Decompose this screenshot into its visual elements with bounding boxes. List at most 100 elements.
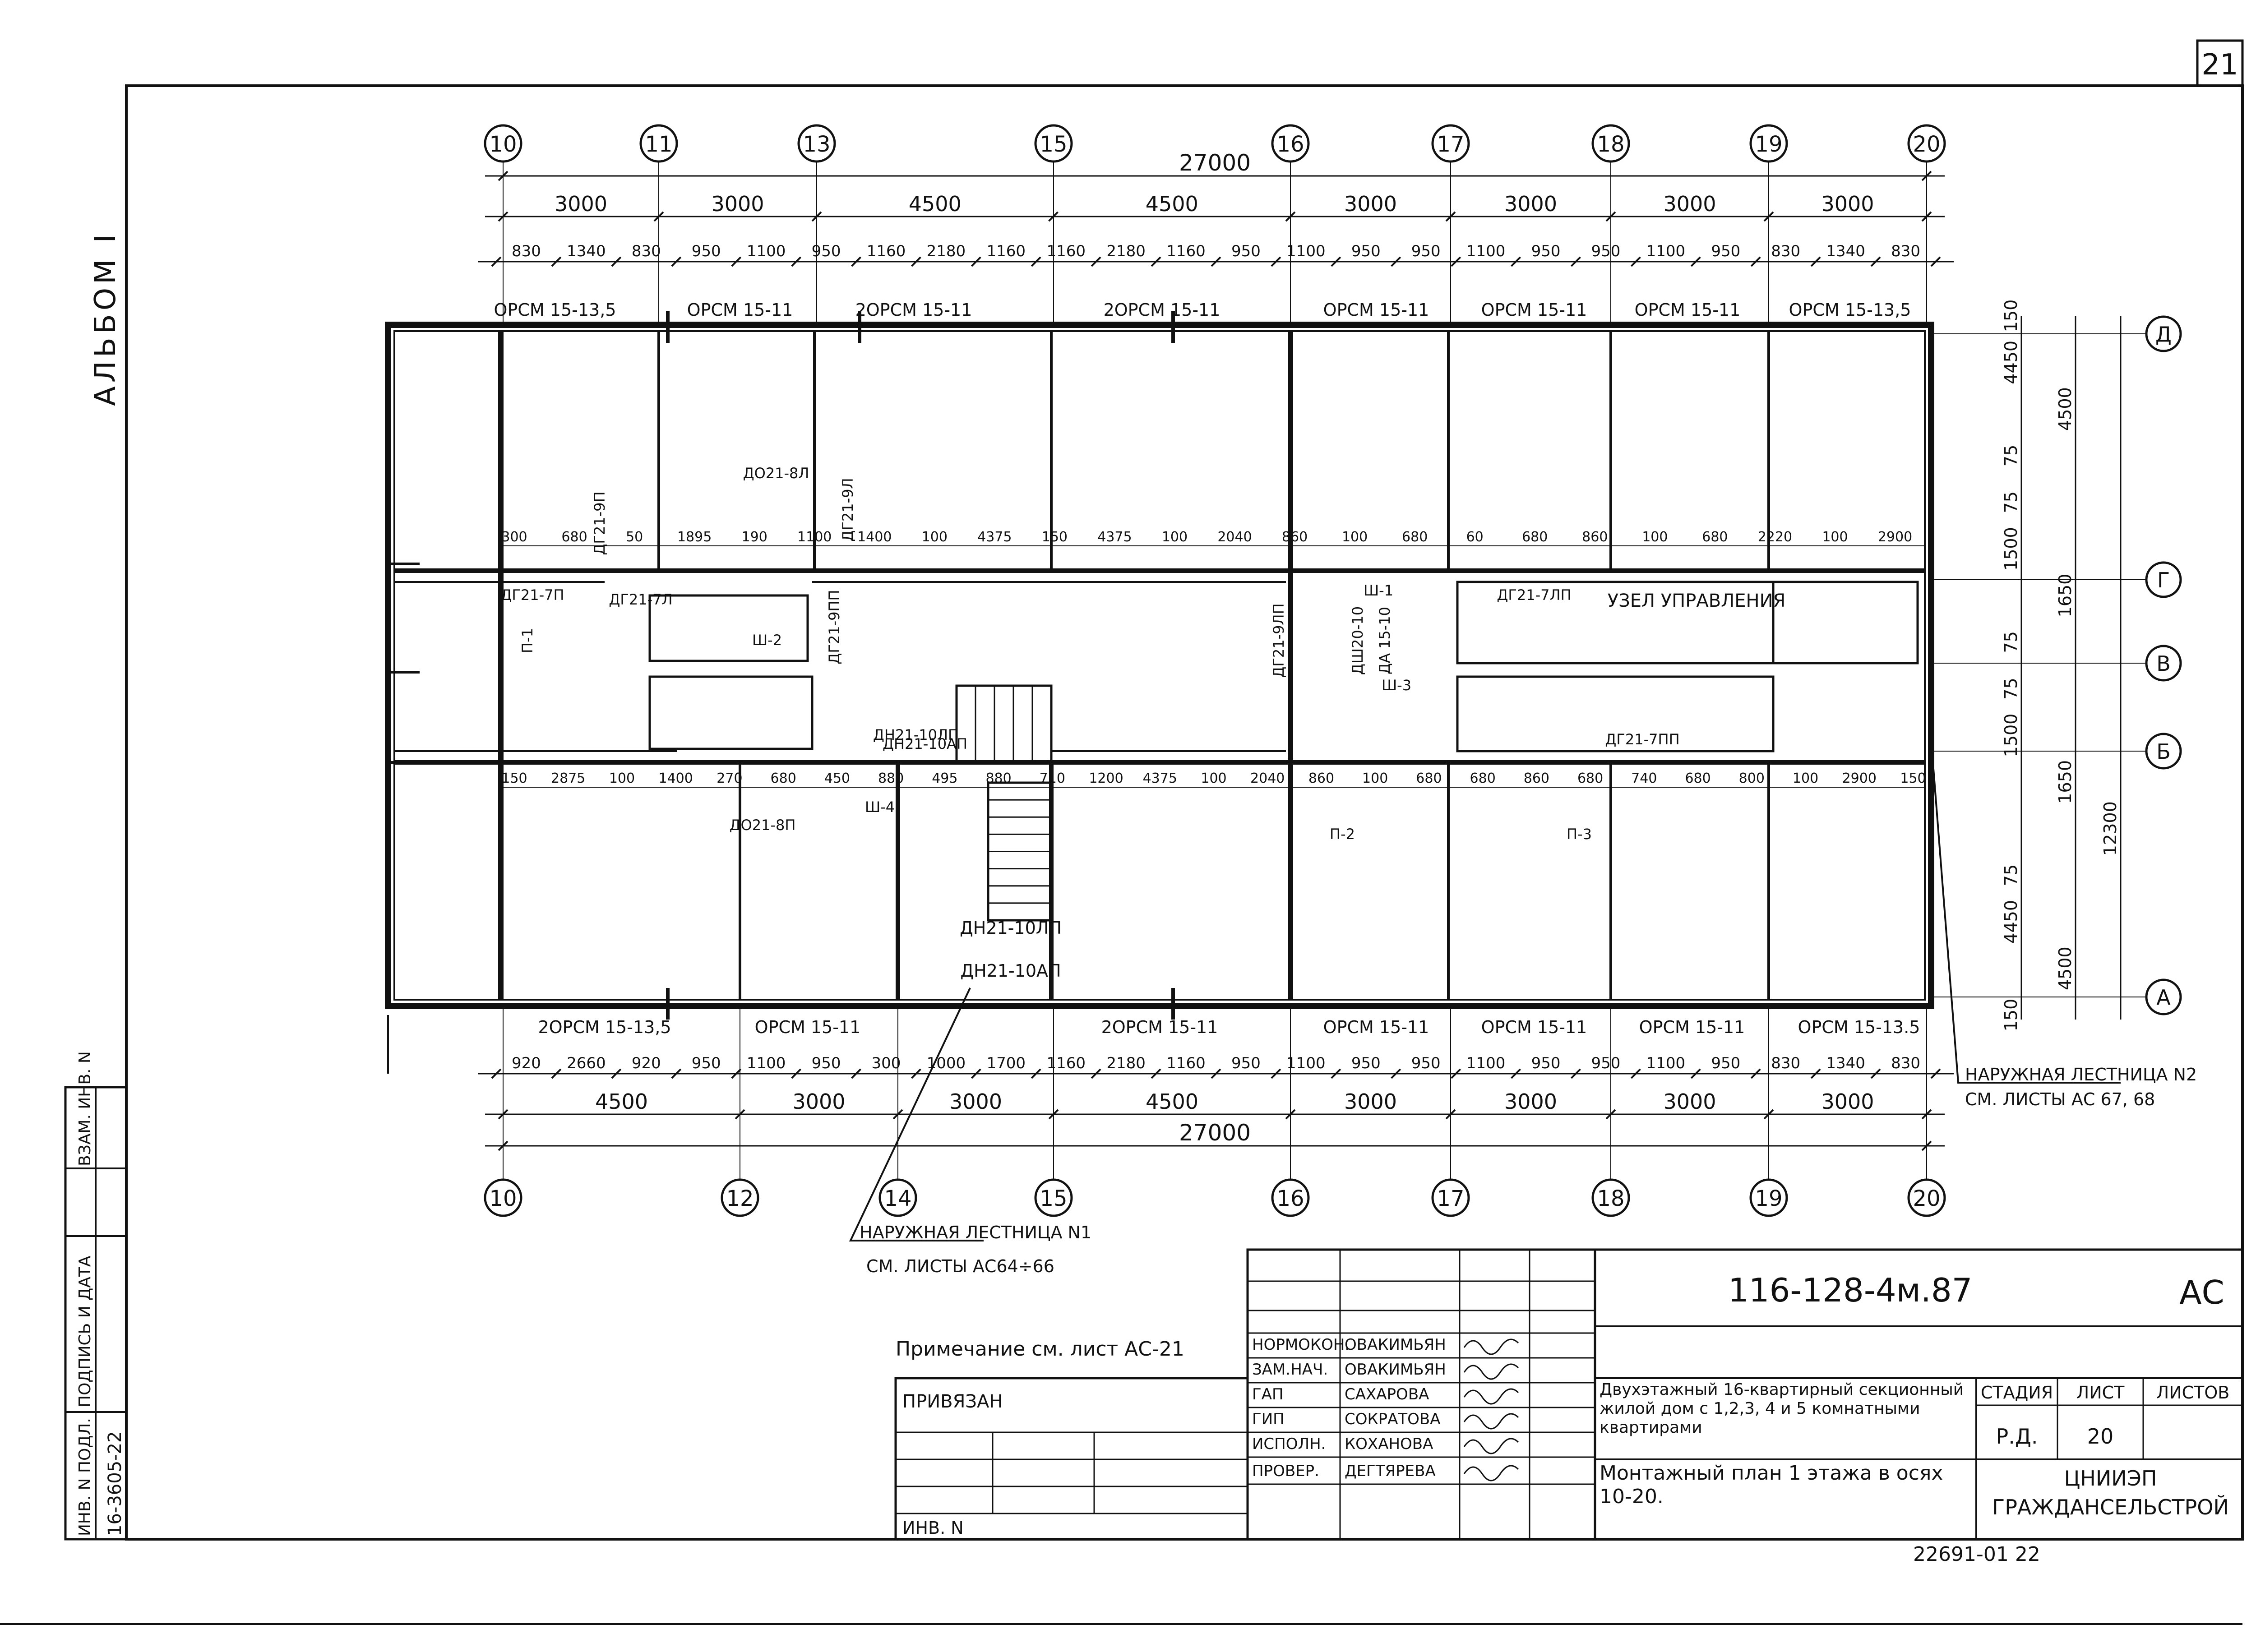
dimension-value: 1895 [677,529,712,545]
dimension-value: 1100 [1646,242,1686,260]
dimension-value: 4500 [595,1089,648,1114]
dimension-value: 100 [1822,529,1848,545]
dimension-value: 950 [1411,1054,1441,1072]
dimension-value: 1340 [567,242,606,260]
dimension-value: 495 [932,771,957,786]
outer-wall [385,322,1934,1009]
person-name: САХАРОВА [1345,1385,1429,1403]
stair1-title: НАРУЖНАЯ ЛЕСТНИЦА N1 [860,1223,1091,1242]
dimension-value: 270 [717,771,742,786]
dimension-value: 3000 [949,1089,1002,1114]
section-code: АС [2179,1274,2224,1311]
axis-label: 14 [884,1186,911,1211]
panel-mark: ОРСМ 15-11 [1323,1017,1429,1037]
dimension-value: 880 [985,771,1011,786]
dimension-value: 1100 [1466,242,1506,260]
dimension-value: 4375 [1143,771,1177,786]
dimension-value: 3000 [1663,1089,1716,1114]
dimension-value: 12300 [2100,801,2120,856]
panel-mark: 2ОРСМ 15-11 [855,300,972,320]
signature [1463,1413,1519,1430]
dimension-value: 300 [501,529,527,545]
axis-label: 11 [645,132,672,157]
dimension-value: 950 [1711,1054,1740,1072]
dimension-value: 920 [632,1054,661,1072]
dimension-value: 1100 [1646,1054,1686,1072]
dimension-value: 100 [1362,771,1388,786]
dimension-value: 1160 [1046,1054,1086,1072]
axis-label: 16 [1276,132,1304,157]
dimension-value: 100 [1642,529,1668,545]
dimension-value: 860 [1282,529,1308,545]
partition-label: ДШ20-10 [1349,606,1366,675]
dimension-value: 1100 [1286,242,1326,260]
note-text: Примечание см. лист АС-21 [896,1338,1184,1361]
axis-label: 19 [1755,132,1782,157]
person-name: КОХАНОВА [1345,1435,1433,1453]
dimension-value: 950 [1351,1054,1381,1072]
dimension-value: 830 [632,242,661,260]
axis-label: 13 [803,132,830,157]
panel-mark: ОРСМ 15-11 [1481,300,1587,320]
dimension-value: 710 [1040,771,1065,786]
role-label: ПРОВЕР. [1252,1462,1319,1480]
axis-label: 15 [1040,132,1067,157]
partition-label: ДГ21-9ЛП [1270,603,1287,678]
dimension-value: 830 [1891,1054,1920,1072]
dimension-value: 2180 [1106,1054,1146,1072]
dimension-value: 100 [1162,529,1188,545]
partition-label: П-2 [1330,826,1355,843]
dimension-value: 2040 [1250,771,1285,786]
dimension-value: 920 [512,1054,541,1072]
dimension-value: 830 [1891,242,1920,260]
dimension-value: 1340 [1826,1054,1865,1072]
dimension-value: 150 [2001,999,2021,1032]
dimension-value: 680 [561,529,587,545]
partition-label: Ш-1 [1364,582,1393,599]
stamp-signature-date: ПОДПИСЬ И ДАТА [76,1255,94,1407]
partition-label: Ш-4 [865,798,895,816]
dimension-value: 1100 [1466,1054,1506,1072]
dimension-value: 950 [1591,242,1621,260]
dimension-value: 950 [1231,242,1261,260]
dimension-value: 4375 [1097,529,1132,545]
dimension-value: 1100 [747,1054,786,1072]
dimension-value: 680 [1402,529,1428,545]
axis-label: В [2156,651,2171,676]
dimension-value: 3000 [1663,192,1716,216]
dimension-value: 2040 [1217,529,1252,545]
axis-label: 20 [1913,132,1940,157]
dimension-value: 830 [512,242,541,260]
stamp-replace-inv: ВЗАМ. ИНВ. N [76,1051,94,1166]
axis-label: 17 [1437,1186,1464,1211]
panel-mark: 2ОРСМ 15-13,5 [538,1017,671,1037]
organization: ЦНИИЭП ГРАЖДАНСЕЛЬСТРОЙ [1992,1466,2229,1519]
dimension-value: 4500 [2055,387,2075,431]
dimension-value: 450 [824,771,850,786]
dimension-value: 2900 [1878,529,1912,545]
role-label: ЗАМ.НАЧ. [1252,1361,1328,1379]
role-label: ГАП [1252,1385,1284,1403]
dimension-value: 75 [2001,631,2021,653]
partition-label: П-1 [519,628,536,653]
axis-label: Г [2157,568,2170,592]
title-block: ПРИВЯЗАН ИНВ. N 116-128-4м.87 АС Двухэта… [894,1248,2244,1541]
person-name: СОКРАТОВА [1345,1410,1441,1428]
dimension-value: 2180 [1106,242,1146,260]
panel-mark: ОРСМ 15-11 [687,300,793,320]
axis-label: 18 [1597,1186,1624,1211]
dimension-value: 950 [692,1054,721,1072]
stamp-inv-podl: ИНВ. N ПОДЛ. [76,1418,94,1536]
album-label: АЛЬБОМ I [89,231,122,406]
dimension-value: 950 [1531,242,1561,260]
organization-box: ЦНИИЭП ГРАЖДАНСЕЛЬСТРОЙ [1992,1466,2229,1519]
tied-label: ПРИВЯЗАН [902,1391,1003,1412]
dimension-value: 4375 [977,529,1012,545]
stamp-inv-number: 16-3605-22 [105,1431,125,1536]
partition-label: ДГ21-9П [591,491,608,555]
drawing-code: 116-128-4м.87 [1728,1271,1972,1309]
